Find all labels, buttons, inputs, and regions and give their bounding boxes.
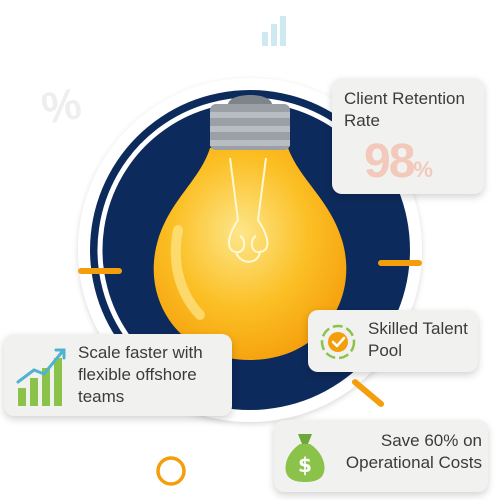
costs-card: $ Save 60% on Operational Costs [274,420,488,492]
retention-label: Client Retention Rate [344,89,465,130]
talent-card: Skilled Talent Pool [308,310,478,372]
glow-ray-right [378,260,422,266]
growth-chart-icon [16,348,66,406]
glow-ray-bottom [351,379,385,407]
glow-ray-left [78,268,122,274]
retention-card: Client Retention Rate 98% [332,78,484,194]
talent-label: Skilled Talent Pool [368,319,468,360]
retention-unit: % [413,157,433,182]
money-bag-icon: $ [285,434,325,482]
target-check-icon [320,324,356,360]
bar-chart-icon [262,16,286,46]
retention-number: 98 [364,135,415,188]
bulb-glass [153,148,347,360]
scale-label: Scale faster with flexible offshore team… [78,343,203,406]
retention-value: 98% [364,134,433,189]
costs-label: Save 60% on Operational Costs [345,431,482,472]
filament [228,157,269,263]
orange-ring-decoration [156,456,186,486]
svg-text:$: $ [298,453,312,477]
scale-card: Scale faster with flexible offshore team… [4,334,232,416]
